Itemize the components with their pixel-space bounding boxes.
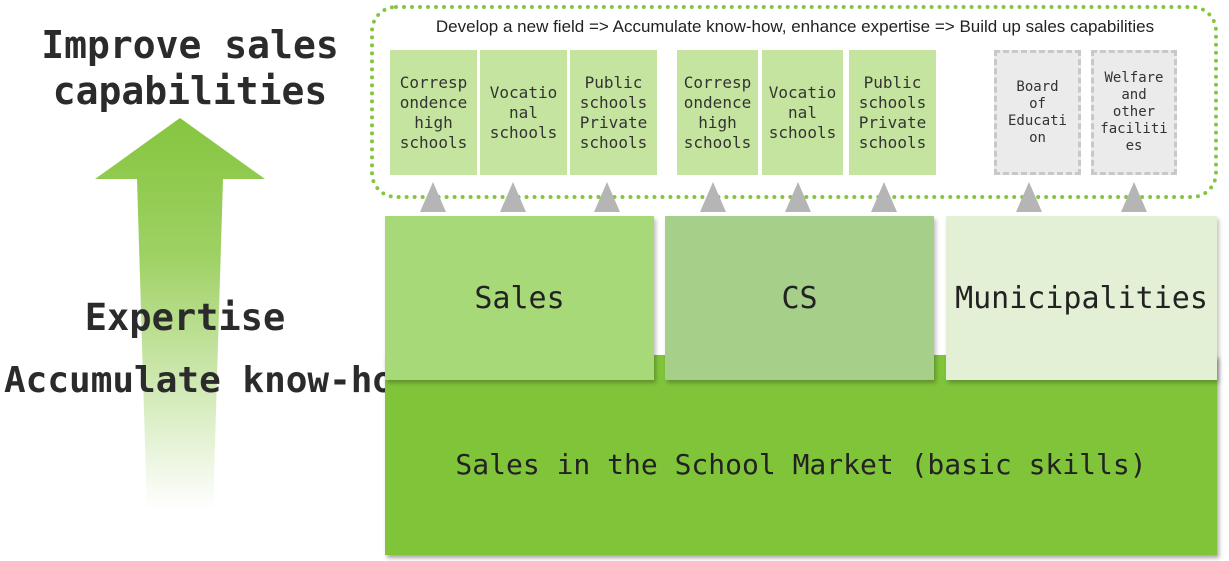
up-triangle-icon	[1016, 182, 1042, 212]
sales-block: Sales	[385, 216, 654, 380]
cs-block: CS	[665, 216, 934, 380]
segment-box-correspondence-sales: Corresp ondence high schools	[390, 50, 477, 175]
up-triangle-icon	[871, 182, 897, 212]
left-title: Improve sales capabilities	[41, 23, 339, 113]
segment-box-vocational-sales: Vocatio nal schools	[480, 50, 567, 175]
up-triangle-icon	[500, 182, 526, 212]
up-triangle-icon	[1121, 182, 1147, 212]
segment-box-correspondence-cs: Corresp ondence high schools	[677, 50, 758, 175]
segment-box-public-private-cs: Public schools Private schools	[849, 50, 936, 175]
up-triangle-icon	[700, 182, 726, 212]
segment-box-welfare-facilities: Welfare and other faciliti es	[1091, 50, 1177, 175]
development-flow-title: Develop a new field => Accumulate know-h…	[435, 17, 1155, 36]
up-triangle-icon	[785, 182, 811, 212]
school-market-base	[385, 355, 1217, 555]
up-triangle-icon	[420, 182, 446, 212]
segment-box-public-private-sales: Public schools Private schools	[570, 50, 657, 175]
expertise-label: Expertise	[84, 296, 286, 339]
upward-arrow	[95, 118, 265, 510]
accumulate-label: Accumulate know-how	[4, 360, 416, 401]
municipalities-block: Municipalities	[946, 216, 1217, 380]
school-market-label: Sales in the School Market (basic skills…	[455, 448, 1147, 481]
up-triangle-icon	[594, 182, 620, 212]
segment-box-board-of-education: Board of Educati on	[994, 50, 1081, 175]
segment-box-vocational-cs: Vocatio nal schools	[762, 50, 843, 175]
